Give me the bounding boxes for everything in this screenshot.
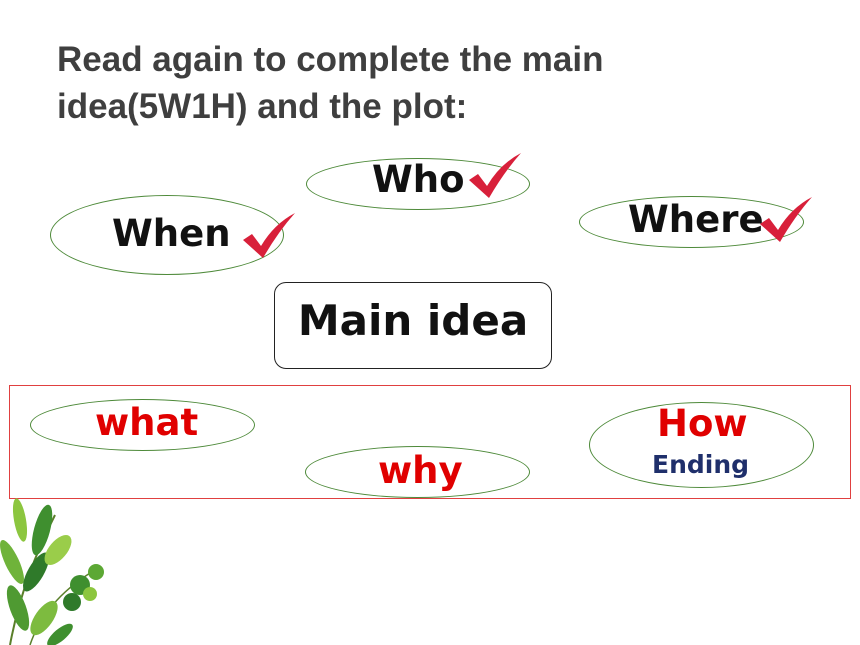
checkmark-icon (243, 213, 295, 258)
where-label: Where (628, 198, 764, 241)
when-label: When (112, 212, 231, 255)
how-ellipse (589, 402, 814, 488)
who-ellipse (306, 158, 530, 210)
when-ellipse (50, 195, 284, 275)
why-label: why (378, 449, 463, 492)
who-label: Who (372, 158, 465, 201)
main-idea-label: Main idea (297, 296, 529, 345)
slide-title: Read again to complete the main idea(5W1… (57, 40, 604, 126)
leaves-decoration (0, 498, 104, 645)
where-ellipse (579, 196, 804, 248)
ending-label: Ending (652, 450, 750, 479)
checkmark-icon (469, 153, 521, 198)
what-label: what (95, 401, 199, 444)
why-ellipse (305, 446, 530, 498)
how-label: How (657, 402, 748, 445)
plot-box (9, 385, 851, 499)
what-ellipse (30, 399, 255, 451)
checkmark-icon (760, 197, 812, 242)
main-idea-box (274, 282, 552, 369)
